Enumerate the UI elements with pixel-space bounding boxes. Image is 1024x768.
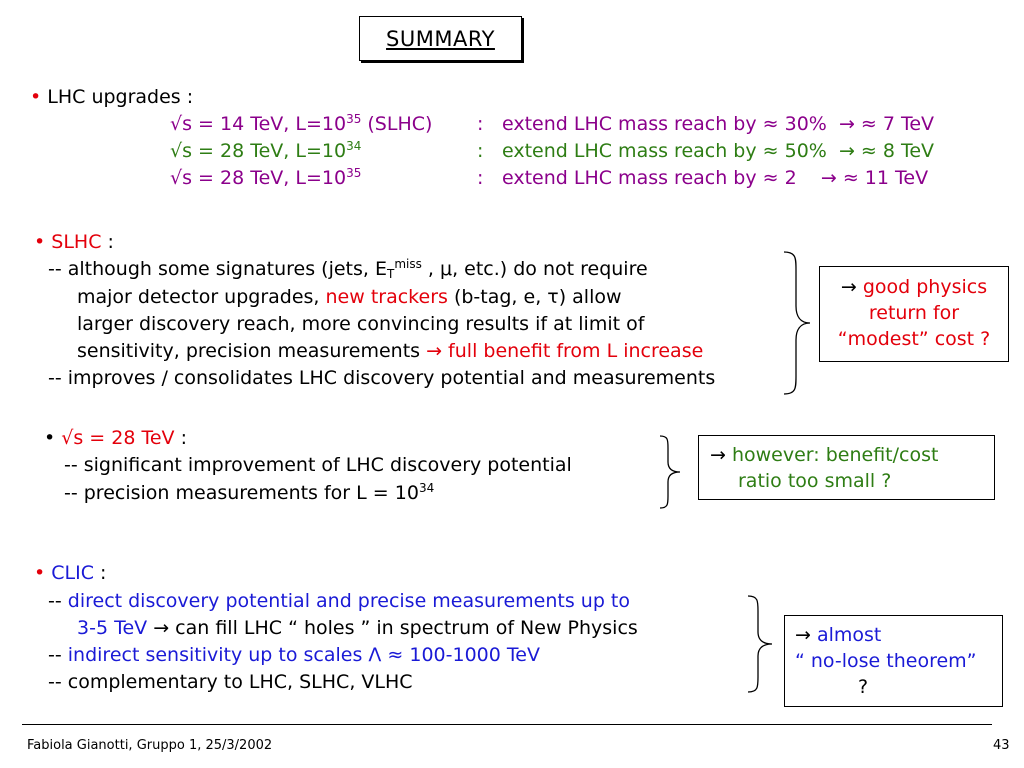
slhc-line-5: -- improves / consolidates LHC discovery… <box>48 367 716 389</box>
bullet: • <box>34 562 46 584</box>
footer-author: Fabiola Gianotti, Gruppo 1, 25/3/2002 <box>27 738 273 753</box>
rhs-text: extend LHC mass reach by ≈ 2 <box>502 167 797 189</box>
clic-line-3: -- indirect sensitivity up to scales Λ ≈… <box>48 642 540 668</box>
text: , μ, etc.) do not require <box>421 258 648 280</box>
slhc-brace-icon <box>783 251 811 395</box>
bullet: • <box>34 231 46 253</box>
clic-line-1: -- direct discovery potential and precis… <box>48 588 630 614</box>
box-line-1: → however: benefit/cost <box>710 442 994 468</box>
slhc-heading: • SLHC : <box>34 229 114 255</box>
sqrt-symbol: √ <box>170 140 183 162</box>
heading-colon: : <box>94 562 107 584</box>
exponent: 35 <box>346 166 362 180</box>
arrow-icon: → <box>838 140 855 162</box>
text: almost <box>810 624 882 646</box>
heading-colon: : <box>174 427 188 449</box>
s28-brace-icon <box>659 435 681 509</box>
lhc-row-3-rhs: extend LHC mass reach by ≈ 2 → ≈ 11 TeV <box>502 165 928 191</box>
lhs-text: s = 28 TeV, L=10 <box>182 167 347 189</box>
highlight-text: indirect sensitivity up to scales Λ ≈ 10… <box>67 644 540 666</box>
lhc-row-3-colon: : <box>477 167 484 189</box>
lhc-row-1-lhs: √s = 14 TeV, L=1035 (SLHC) <box>170 111 432 137</box>
clic-conclusion-box: → almost “ no-lose theorem” ? <box>784 615 1003 707</box>
bullet: • <box>30 86 42 108</box>
slhc-line-1: -- although some signatures (jets, ETmis… <box>48 256 648 282</box>
exponent: 34 <box>346 139 362 153</box>
subscript: T <box>387 267 395 281</box>
box-line-3: ? <box>858 676 869 698</box>
lhc-heading-text: LHC upgrades : <box>47 86 194 108</box>
text: however: benefit/cost <box>725 444 939 466</box>
page-number: 43 <box>993 738 1010 753</box>
arrow-icon: → <box>795 624 811 646</box>
lhc-upgrades-heading: • LHC upgrades : <box>30 84 193 110</box>
rhs-value: ≈ 11 TeV <box>842 167 929 189</box>
s28-heading: • √s = 28 TeV : <box>44 425 187 451</box>
bullet: • <box>44 427 56 449</box>
summary-title-text: SUMMARY <box>386 26 495 51</box>
lhs-text: s = 14 TeV, L=10 <box>182 113 347 135</box>
highlight-text: new trackers <box>325 286 448 308</box>
highlight-text: full benefit from L increase <box>442 340 704 362</box>
s28-line-2: -- precision measurements for L = 1034 <box>64 480 434 506</box>
lhc-row-2-lhs: √s = 28 TeV, L=1034 <box>170 138 361 164</box>
box-line-1: → good physics <box>820 274 1008 300</box>
slhc-line-4: sensitivity, precision measurements → fu… <box>77 338 703 364</box>
clic-heading: • CLIC : <box>34 560 106 586</box>
text: -- precision measurements for L = 10 <box>64 482 419 504</box>
clic-line-2: 3-5 TeV → can fill LHC “ holes ” in spec… <box>77 615 638 641</box>
rhs-text: extend LHC mass reach by ≈ 50% <box>502 140 827 162</box>
text: (b-tag, e, τ) allow <box>447 286 622 308</box>
rhs-value: ≈ 7 TeV <box>860 113 935 135</box>
lhs-text: s = 28 TeV, L=10 <box>182 140 347 162</box>
s28-heading-text: √s = 28 TeV <box>61 427 175 449</box>
sqrt-symbol: √ <box>170 167 183 189</box>
rhs-text: extend LHC mass reach by ≈ 30% <box>502 113 827 135</box>
footer-divider <box>22 724 992 725</box>
lhc-row-1-colon: : <box>477 113 484 135</box>
box-line-1: → almost <box>795 622 1002 648</box>
lhc-row-1-rhs: extend LHC mass reach by ≈ 30% → ≈ 7 TeV <box>502 111 934 137</box>
text: good physics <box>856 276 988 298</box>
lhs-suffix: (SLHC) <box>361 113 433 135</box>
slhc-heading-text: SLHC <box>51 231 102 253</box>
s28-conclusion-box: → however: benefit/cost ratio too small … <box>698 435 995 500</box>
slhc-line-2: major detector upgrades, new trackers (b… <box>77 284 622 310</box>
arrow-icon: → <box>710 444 726 466</box>
arrow-icon: → <box>426 340 443 362</box>
text: major detector upgrades, <box>77 286 326 308</box>
summary-title: SUMMARY <box>359 16 522 61</box>
heading-colon: : <box>101 231 114 253</box>
box-line-3: “modest” cost ? <box>837 328 991 350</box>
clic-line-4: -- complementary to LHC, SLHC, VLHC <box>48 671 413 693</box>
text: -- although some signatures (jets, E <box>48 258 387 280</box>
highlight-text: direct discovery potential and precise m… <box>67 590 631 612</box>
slhc-line-3: larger discovery reach, more convincing … <box>77 313 645 335</box>
clic-brace-icon <box>747 595 773 693</box>
sqrt-symbol: √ <box>170 113 183 135</box>
box-line-2: ratio too small ? <box>738 470 892 492</box>
superscript: miss <box>394 257 422 271</box>
s28-line-1: -- significant improvement of LHC discov… <box>64 454 572 476</box>
dash: -- <box>48 590 68 612</box>
text: sensitivity, precision measurements <box>77 340 427 362</box>
arrow-icon: → <box>838 113 855 135</box>
box-line-2: return for <box>868 302 960 324</box>
highlight-text: 3-5 TeV <box>77 617 154 639</box>
lhc-row-2-colon: : <box>477 140 484 162</box>
exponent: 35 <box>346 112 362 126</box>
lhc-row-3-lhs: √s = 28 TeV, L=1035 <box>170 165 361 191</box>
clic-heading-text: CLIC <box>51 562 94 584</box>
dash: -- <box>48 644 68 666</box>
arrow-icon: → <box>153 617 170 639</box>
arrow-icon: → <box>840 276 857 298</box>
slhc-conclusion-box: → good physics return for “modest” cost … <box>819 266 1009 362</box>
arrow-icon: → <box>820 167 837 189</box>
rhs-value: ≈ 8 TeV <box>860 140 935 162</box>
lhc-row-2-rhs: extend LHC mass reach by ≈ 50% → ≈ 8 TeV <box>502 138 934 164</box>
text: can fill LHC “ holes ” in spectrum of Ne… <box>169 617 638 639</box>
exponent: 34 <box>418 481 435 495</box>
box-line-2: “ no-lose theorem” <box>795 650 977 672</box>
